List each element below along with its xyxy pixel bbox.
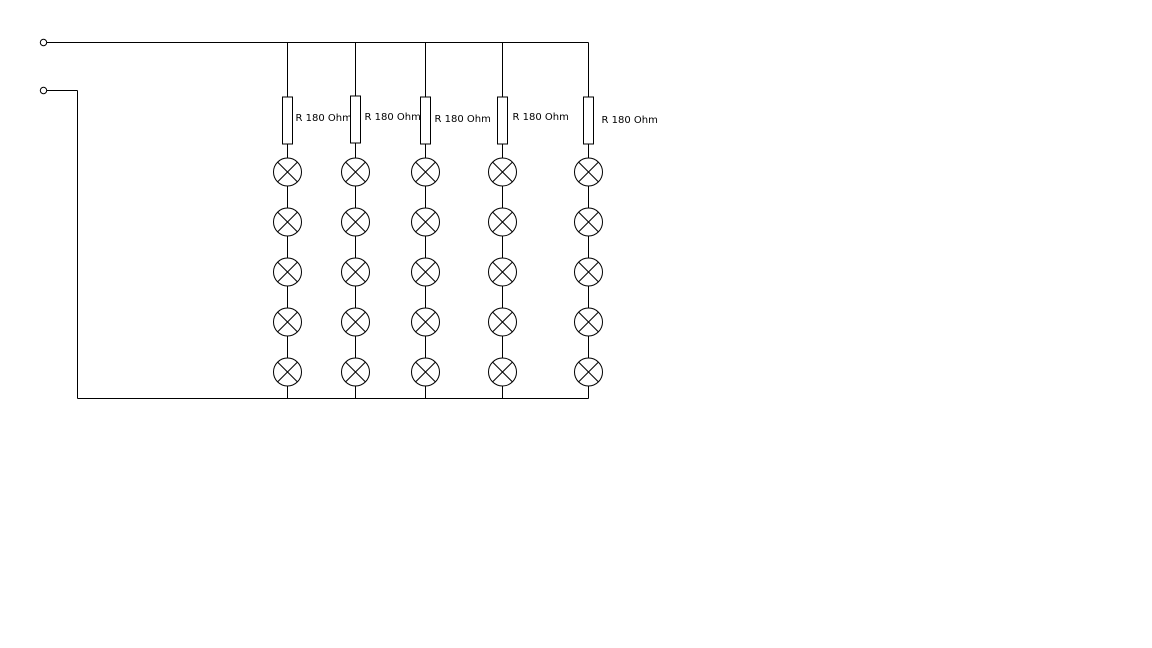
resistor-icon — [583, 96, 594, 145]
lamp-cross — [492, 161, 513, 183]
lamp-cross — [578, 311, 599, 333]
resistor-icon — [282, 96, 293, 145]
lamp-icon — [574, 157, 603, 187]
lamp-cross — [277, 261, 298, 283]
lamp-cross — [492, 361, 513, 383]
resistor-icon — [350, 95, 361, 144]
resistor-icon — [420, 96, 431, 145]
resistor-label: R 180 Ohm — [602, 115, 658, 126]
branch-1: R 180 Ohm — [273, 42, 352, 399]
lamp-icon — [341, 357, 370, 387]
lamp-cross — [345, 361, 366, 383]
branch-5: R 180 Ohm — [574, 42, 658, 399]
lamp-cross — [578, 161, 599, 183]
lamp-icon — [488, 357, 517, 387]
lamp-cross — [277, 311, 298, 333]
lamp-icon — [273, 357, 302, 387]
lamp-icon — [341, 307, 370, 337]
lamp-icon — [574, 207, 603, 237]
lamp-icon — [341, 207, 370, 237]
parallel-branches: R 180 Ohm R 180 Ohm R 180 Ohm R 180 Ohm R 18… — [273, 42, 658, 399]
lamp-cross — [578, 261, 599, 283]
lamp-icon — [411, 357, 440, 387]
lamp-cross — [345, 261, 366, 283]
lamp-cross — [415, 161, 436, 183]
lamp-icon — [273, 257, 302, 287]
lamp-icon — [411, 157, 440, 187]
lamp-cross — [492, 211, 513, 233]
lamp-icon — [411, 307, 440, 337]
lamp-cross — [492, 311, 513, 333]
lamp-cross — [277, 161, 298, 183]
power-rails — [39, 38, 589, 399]
lamp-icon — [574, 257, 603, 287]
resistor-label: R 180 Ohm — [296, 113, 352, 124]
lamp-cross — [492, 261, 513, 283]
lamp-cross — [578, 211, 599, 233]
lamp-cross — [345, 211, 366, 233]
lamp-icon — [488, 257, 517, 287]
branch-3: R 180 Ohm — [411, 42, 491, 399]
lamp-icon — [488, 157, 517, 187]
bottom-terminal-icon — [39, 86, 48, 95]
lamp-cross — [345, 161, 366, 183]
lamp-cross — [345, 311, 366, 333]
lamp-icon — [411, 257, 440, 287]
lamp-icon — [273, 207, 302, 237]
lamp-icon — [273, 307, 302, 337]
resistor-label: R 180 Ohm — [365, 112, 421, 123]
resistor-icon — [497, 96, 508, 145]
lamp-icon — [488, 207, 517, 237]
lamp-cross — [415, 211, 436, 233]
branch-2: R 180 Ohm — [341, 42, 421, 399]
lamp-cross — [415, 311, 436, 333]
lamp-icon — [411, 207, 440, 237]
branch-4: R 180 Ohm — [488, 42, 569, 399]
lamp-icon — [341, 157, 370, 187]
lamp-icon — [488, 307, 517, 337]
lamp-cross — [277, 361, 298, 383]
lamp-cross — [578, 361, 599, 383]
lamp-icon — [341, 257, 370, 287]
lamp-cross — [277, 211, 298, 233]
lamp-icon — [574, 357, 603, 387]
resistor-label: R 180 Ohm — [513, 112, 569, 123]
lamp-icon — [574, 307, 603, 337]
lamp-icon — [273, 157, 302, 187]
top-terminal-icon — [39, 38, 48, 47]
lamp-cross — [415, 361, 436, 383]
lamp-cross — [415, 261, 436, 283]
resistor-label: R 180 Ohm — [435, 114, 491, 125]
